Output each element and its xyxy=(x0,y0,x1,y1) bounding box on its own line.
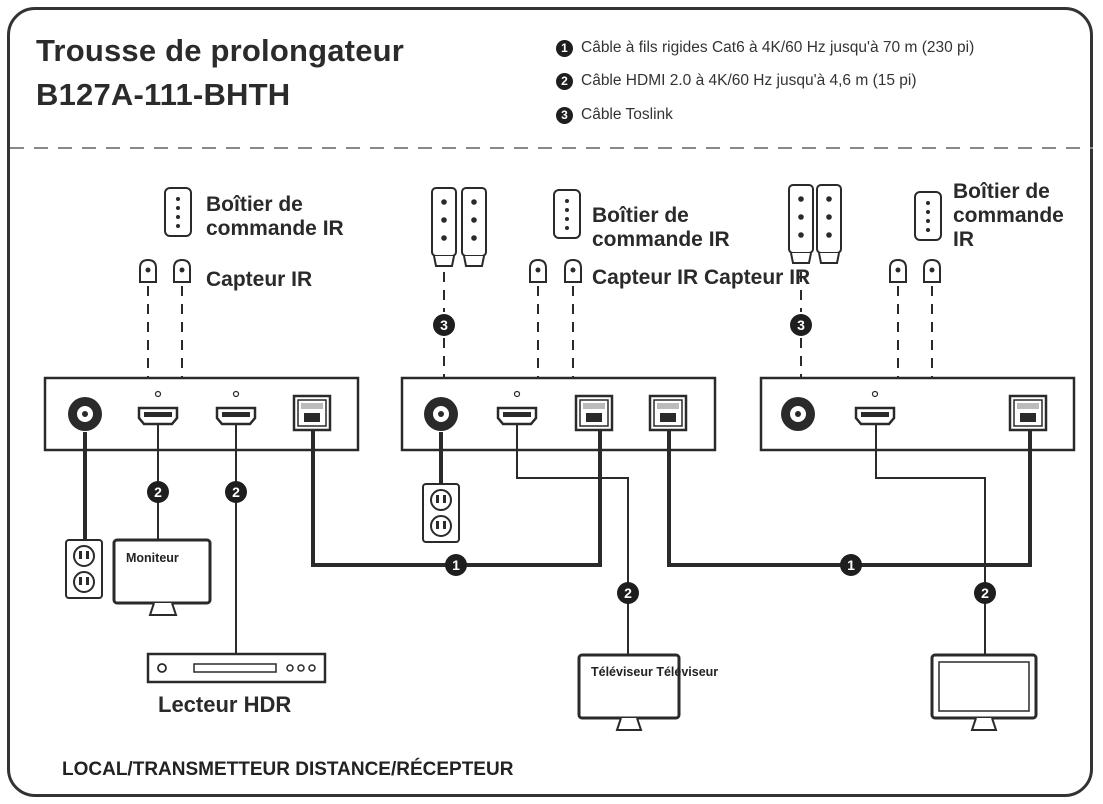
ir-sensor-left-2-icon xyxy=(173,259,191,283)
ir-sensor-mid-2-icon xyxy=(564,259,582,283)
ir-control-box-mid-icon xyxy=(553,189,581,239)
legend-number-3: 3 xyxy=(556,106,573,124)
power-jack-mid-icon xyxy=(424,397,458,431)
legend-number-1: 1 xyxy=(556,39,573,57)
cables xyxy=(83,424,1032,655)
legend-item-toslink: 3 Câble Toslink xyxy=(556,103,673,127)
diagram-frame xyxy=(7,7,1093,797)
ir-sensor-mid-label: Capteur IR Capteur IR xyxy=(592,266,811,289)
tv-label: Téléviseur Téléviseur xyxy=(591,665,719,679)
svg-text:1: 1 xyxy=(847,557,855,573)
monitor-label: Moniteur xyxy=(126,551,179,565)
toslink-plug-mid-2-icon xyxy=(461,187,487,267)
svg-text:2: 2 xyxy=(232,484,240,500)
power-outlet-mid-icon xyxy=(422,483,460,543)
ir-sensor-left-1-icon xyxy=(139,259,157,283)
hdr-player-label: Lecteur HDR xyxy=(158,692,292,717)
legend-text-3: Câble Toslink xyxy=(581,106,673,123)
ir-control-box-right-label: Boîtier de commande IR xyxy=(953,180,1064,251)
title-line-2: B127A-111-BHTH xyxy=(36,77,291,112)
legend-item-cat6: 1 Câble à fils rigides Cat6 à 4K/60 Hz j… xyxy=(556,36,974,60)
monitor-icon xyxy=(112,538,212,616)
callout-cat6-right: 1 xyxy=(840,554,862,576)
callout-hdmi-tv-right: 2 xyxy=(974,582,996,604)
legend-text-2: Câble HDMI 2.0 à 4K/60 Hz jusqu'à 4,6 m … xyxy=(581,72,917,89)
toslink-plug-mid-1-icon xyxy=(431,187,457,267)
callout-hdmi-tv-mid: 2 xyxy=(617,582,639,604)
legend-number-2: 2 xyxy=(556,72,573,90)
svg-text:3: 3 xyxy=(797,317,805,333)
ir-sensor-left-label: Capteur IR xyxy=(206,268,313,291)
svg-text:1: 1 xyxy=(452,557,460,573)
toslink-plug-right-1-icon xyxy=(788,184,814,264)
ir-sensor-right-2-icon xyxy=(923,259,941,283)
ir-sensor-mid-1-icon xyxy=(529,259,547,283)
toslink-plug-right-2-icon xyxy=(816,184,842,264)
hdr-player-icon xyxy=(146,652,327,684)
ir-control-box-left-icon xyxy=(164,187,192,237)
svg-text:3: 3 xyxy=(440,317,448,333)
title-line-1: Trousse de prolongateur xyxy=(36,33,405,68)
power-outlet-left-icon xyxy=(65,539,103,599)
svg-text:2: 2 xyxy=(624,585,632,601)
svg-text:2: 2 xyxy=(154,484,162,500)
svg-text:2: 2 xyxy=(981,585,989,601)
ir-control-box-mid-label: Boîtier de commande IR xyxy=(592,204,730,251)
callout-hdmi-player: 2 xyxy=(225,481,247,503)
callout-hdmi-monitor: 2 xyxy=(147,481,169,503)
ir-dashed-connections xyxy=(147,272,933,378)
ir-sensor-right-1-icon xyxy=(889,259,907,283)
legend-item-hdmi: 2 Câble HDMI 2.0 à 4K/60 Hz jusqu'à 4,6 … xyxy=(556,69,917,93)
callout-markers: 3 3 2 2 1 1 2 2 xyxy=(147,314,996,604)
ir-control-box-left-label: Boîtier de commande IR xyxy=(206,193,344,240)
tv-right-icon xyxy=(930,653,1038,731)
rj45-port-mid-2-icon xyxy=(648,394,688,432)
ir-control-box-right-icon xyxy=(914,191,942,241)
power-jack-right-icon xyxy=(781,397,815,431)
tv-mid-icon xyxy=(577,653,681,731)
power-jack-left-icon xyxy=(68,397,102,431)
footer-caption: LOCAL/TRANSMETTEUR DISTANCE/RÉCEPTEUR xyxy=(62,759,514,780)
legend-text-1: Câble à fils rigides Cat6 à 4K/60 Hz jus… xyxy=(581,39,975,56)
rj45-port-right-icon xyxy=(1008,394,1048,432)
rj45-port-left-icon xyxy=(292,394,332,432)
callout-toslink-mid: 3 xyxy=(433,314,455,336)
callout-toslink-right: 3 xyxy=(790,314,812,336)
callout-cat6-left: 1 xyxy=(445,554,467,576)
rj45-port-mid-1-icon xyxy=(574,394,614,432)
